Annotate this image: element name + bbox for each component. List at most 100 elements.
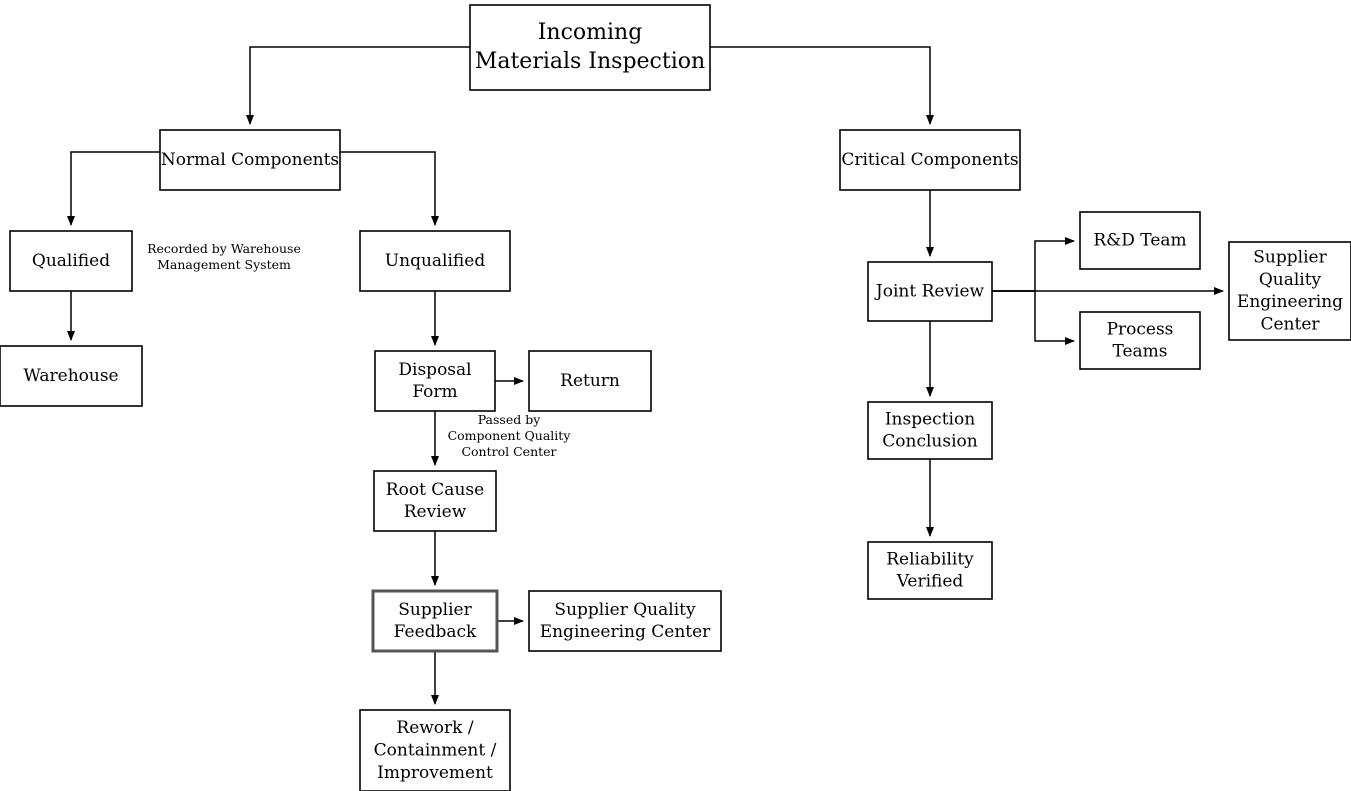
node-label-rework: Rework /Containment /Improvement <box>374 718 497 783</box>
node-label-jointreview: Joint Review <box>874 281 985 301</box>
node-label-line: Engineering <box>1237 292 1343 312</box>
edge-incoming-to-critical <box>710 46 934 125</box>
node-rdteam[interactable]: R&D Team <box>1079 211 1201 270</box>
node-box-rootcause[interactable] <box>373 470 497 532</box>
edge-jointreview-to-processteams <box>992 290 1075 345</box>
node-label-line: Supplier <box>1253 247 1327 267</box>
node-label-normal: Normal Components <box>161 150 339 170</box>
node-box-unqualified[interactable] <box>359 230 511 292</box>
node-label-line: Teams <box>1112 341 1167 361</box>
node-label-return: Return <box>560 371 620 391</box>
edge-normal-to-qualified <box>67 151 160 226</box>
edge-label-line: Management System <box>157 257 291 272</box>
node-label-line: Warehouse <box>23 366 118 386</box>
node-label-line: Review <box>404 502 467 522</box>
node-label-line: Feedback <box>394 622 477 642</box>
node-label-line: Inspection <box>885 409 975 429</box>
node-label-line: Root Cause <box>386 479 484 499</box>
edges-layer <box>67 46 1224 705</box>
node-label-line: Containment / <box>374 740 497 760</box>
node-normal[interactable]: Normal Components <box>159 129 341 191</box>
node-label-line: Rework / <box>396 718 473 738</box>
edge-label-line: Control Center <box>461 444 556 459</box>
node-label-line: Form <box>412 382 457 402</box>
node-box-jointreview[interactable] <box>867 261 993 322</box>
node-label-line: Return <box>560 371 620 391</box>
node-box-supfeedback[interactable] <box>371 589 499 653</box>
edge-label-line: Recorded by Warehouse <box>147 241 301 256</box>
node-box-disposal[interactable] <box>374 350 496 412</box>
node-box-critical[interactable] <box>839 129 1021 191</box>
node-label-line: R&D Team <box>1093 230 1186 250</box>
node-label-line: Qualified <box>32 251 110 271</box>
node-label-line: Materials Inspection <box>475 49 705 74</box>
node-box-reliability[interactable] <box>867 541 993 600</box>
node-box-normal[interactable] <box>159 129 341 191</box>
node-label-line: Verified <box>896 571 964 591</box>
node-box-incoming[interactable] <box>469 4 711 91</box>
node-box-rdteam[interactable] <box>1079 211 1201 270</box>
edge-label-line: Component Quality <box>448 428 572 443</box>
node-return[interactable]: Return <box>528 350 652 412</box>
node-unqualified[interactable]: Unqualified <box>359 230 511 292</box>
node-label-critical: Critical Components <box>841 150 1018 170</box>
node-box-sqec_left[interactable] <box>528 590 722 652</box>
node-label-line: Disposal <box>398 359 471 379</box>
node-label-line: Critical Components <box>841 150 1018 170</box>
node-label-line: Improvement <box>377 762 493 782</box>
node-label-line: Supplier <box>398 599 472 619</box>
node-box-inspconcl[interactable] <box>867 401 993 460</box>
node-box-sqec_right[interactable] <box>1228 241 1351 341</box>
node-label-unqualified: Unqualified <box>385 251 486 271</box>
node-jointreview[interactable]: Joint Review <box>867 261 993 322</box>
node-label-line: Joint Review <box>874 281 985 301</box>
node-qualified[interactable]: Qualified <box>9 230 133 292</box>
node-box-qualified[interactable] <box>9 230 133 292</box>
node-label-line: Normal Components <box>161 150 339 170</box>
edge-normal-to-unqualified <box>340 151 439 226</box>
node-label-line: Incoming <box>538 20 643 45</box>
node-label-line: Quality <box>1259 269 1322 289</box>
node-label-line: Process <box>1107 319 1174 339</box>
edge-label-line: Passed by <box>478 412 542 427</box>
node-label-warehouse: Warehouse <box>23 366 118 386</box>
edge-incoming-to-normal <box>246 46 470 125</box>
node-box-return[interactable] <box>528 350 652 412</box>
edge-jointreview-to-rdteam <box>992 237 1075 292</box>
node-box-warehouse[interactable] <box>0 345 143 407</box>
node-box-processteams[interactable] <box>1079 311 1201 370</box>
node-warehouse[interactable]: Warehouse <box>0 345 143 407</box>
node-label-line: Supplier Quality <box>554 599 696 619</box>
node-label-line: Reliability <box>886 549 974 569</box>
node-box-rework[interactable] <box>359 709 511 791</box>
node-label-line: Conclusion <box>882 431 977 451</box>
node-rework[interactable]: Rework /Containment /Improvement <box>359 709 511 791</box>
node-critical[interactable]: Critical Components <box>839 129 1021 191</box>
node-label-line: Center <box>1260 314 1320 334</box>
node-label-rdteam: R&D Team <box>1093 230 1186 250</box>
node-label-qualified: Qualified <box>32 251 110 271</box>
